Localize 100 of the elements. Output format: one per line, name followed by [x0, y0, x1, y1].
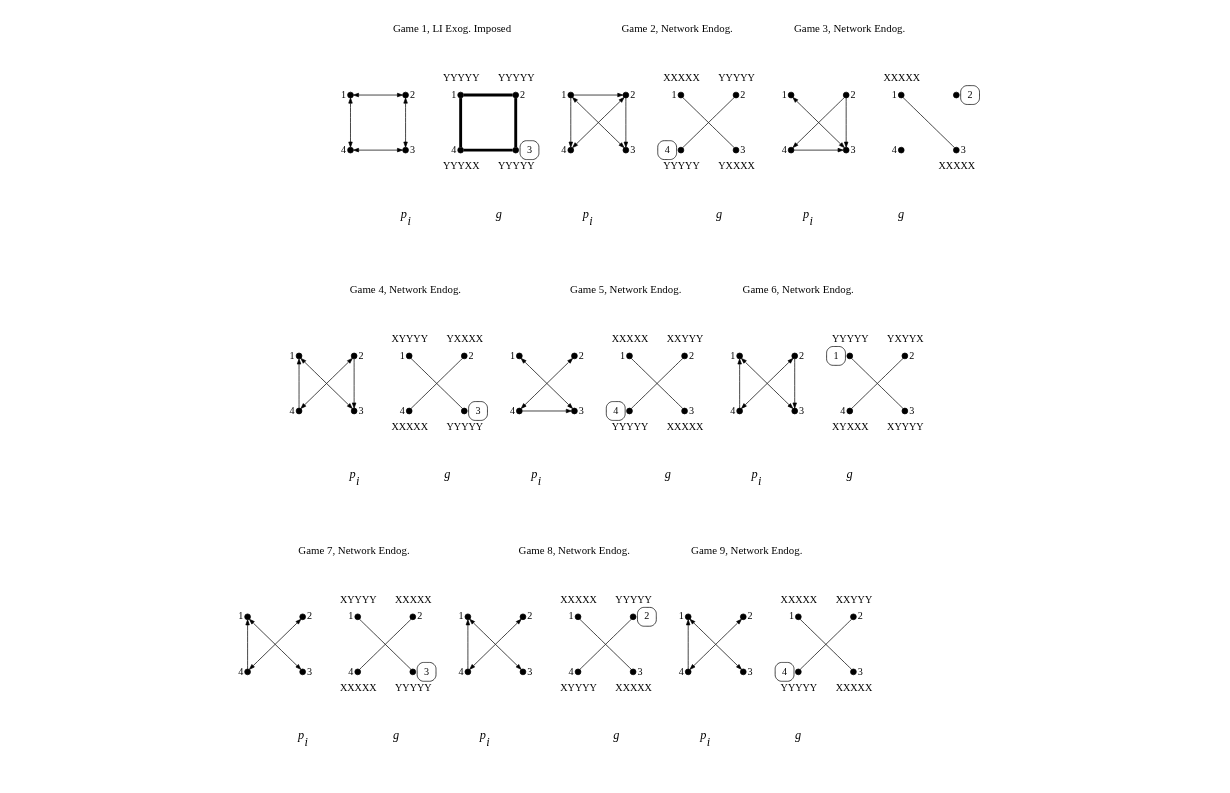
label: g: [444, 467, 451, 482]
node-label: 2: [909, 349, 915, 361]
node-label: 1: [341, 88, 347, 100]
node-label: XXXXX: [663, 72, 700, 84]
node-label: YXYYX: [887, 332, 924, 344]
node-label: 1: [678, 610, 684, 622]
node-label: 4: [730, 404, 736, 416]
label: g: [495, 206, 502, 221]
node-label: 2: [520, 88, 526, 100]
label: Game 2, Network Endog.: [621, 22, 733, 35]
node-label: 3: [960, 143, 966, 155]
node-label: XXXXX: [391, 421, 428, 433]
node-label: 4: [341, 143, 347, 155]
node-label: 1: [509, 349, 515, 361]
node-label: 2: [857, 610, 863, 622]
node-label: XXXXX: [395, 593, 432, 605]
node-label: 4: [678, 665, 684, 677]
node-label: 4: [451, 143, 457, 155]
node-label: 3: [358, 404, 364, 416]
node-label: XXXXX: [780, 593, 818, 605]
label: Game 1, LI Exog. Imposed: [392, 22, 512, 35]
node-label: 1: [348, 610, 354, 622]
node-label: 2: [358, 349, 364, 361]
node-label: 3: [637, 665, 643, 677]
node-label: 2: [409, 88, 415, 100]
label: Game 5, Network Endog.: [570, 283, 682, 296]
node-label: 1: [891, 88, 897, 100]
label: Game 9, Network Endog.: [691, 544, 803, 557]
node-label: 1: [561, 88, 567, 100]
node-label: XXXXX: [611, 332, 649, 344]
label: g: [664, 467, 671, 482]
label: g: [795, 728, 802, 743]
label: Game 3, Network Endog.: [793, 22, 906, 35]
label: g: [846, 467, 853, 482]
node-label: YYYYY: [832, 332, 869, 344]
label: Game 4, Network Endog.: [349, 283, 462, 296]
node-label: 3: [740, 143, 746, 155]
node-label: YYYYY: [442, 72, 480, 84]
node-label: 2: [688, 349, 694, 361]
node-label: 3: [630, 143, 636, 155]
node-label: YYYYY: [497, 72, 535, 84]
node-label: 4: [568, 665, 574, 677]
label: Game 6, Network Endog.: [742, 283, 854, 296]
node-label: 1: [620, 349, 626, 361]
node-label: 3: [409, 143, 415, 155]
node-label: YYYYY: [497, 160, 535, 172]
node-label: 3: [799, 404, 805, 416]
node-label: 1: [451, 88, 457, 100]
node-label: 3: [578, 404, 584, 416]
node-label: YYYYY: [615, 593, 652, 605]
node-label: 3: [527, 665, 533, 677]
node-label: 1: [238, 610, 244, 622]
node-label: YYYYY: [446, 421, 484, 433]
node-label: YYYYY: [395, 682, 432, 694]
node-label: 1: [458, 610, 464, 622]
node-label: 4: [399, 404, 405, 416]
label: g: [392, 728, 400, 743]
node-label: 4: [781, 143, 787, 155]
node-label: 4: [509, 404, 515, 416]
node-label: XXXXX: [666, 421, 704, 433]
node-label: YYYYY: [611, 421, 649, 433]
node-label: 2: [527, 610, 533, 622]
node-label: YYYYY: [718, 72, 755, 84]
node-label: XXXXX: [560, 593, 597, 605]
node-label: 1: [788, 610, 794, 622]
node-label: 3: [688, 404, 694, 416]
node-label: 1: [568, 610, 574, 622]
node-label: 2: [747, 610, 753, 622]
node-label: XXXXX: [835, 682, 873, 694]
node-label: 1: [730, 349, 736, 361]
label: g: [897, 206, 905, 221]
node-label: 2: [630, 88, 636, 100]
node-label: 2: [740, 88, 746, 100]
node-label: XXXXX: [339, 682, 377, 694]
node-label: 1: [781, 88, 787, 100]
node-label: XYYYY: [391, 332, 428, 344]
node-label: 4: [458, 665, 464, 677]
node-label: 2: [468, 349, 474, 361]
node-label: 4: [891, 143, 897, 155]
node-label: 2: [307, 610, 313, 622]
node-label: 3: [747, 665, 753, 677]
node-label: 2: [850, 88, 856, 100]
node-label: 2: [799, 349, 805, 361]
node-label: 1: [671, 88, 677, 100]
node-label: YXXXX: [718, 160, 755, 172]
node-label: XXXXX: [938, 160, 976, 172]
label: Game 8, Network Endog.: [518, 544, 630, 557]
node-label: YXXXX: [446, 332, 484, 344]
node-label: XYYYY: [887, 421, 924, 433]
label: g: [716, 206, 723, 221]
node-label: 3: [850, 143, 856, 155]
node-label: XXYYY: [666, 332, 704, 344]
node-label: YYYYY: [780, 682, 818, 694]
node-label: 1: [289, 349, 295, 361]
node-label: 1: [399, 349, 405, 361]
node-label: XXYYY: [835, 593, 873, 605]
node-label: 4: [238, 665, 244, 677]
node-label: 3: [307, 665, 313, 677]
label: Game 7, Network Endog.: [298, 544, 410, 557]
node-label: XYXXX: [832, 421, 869, 433]
